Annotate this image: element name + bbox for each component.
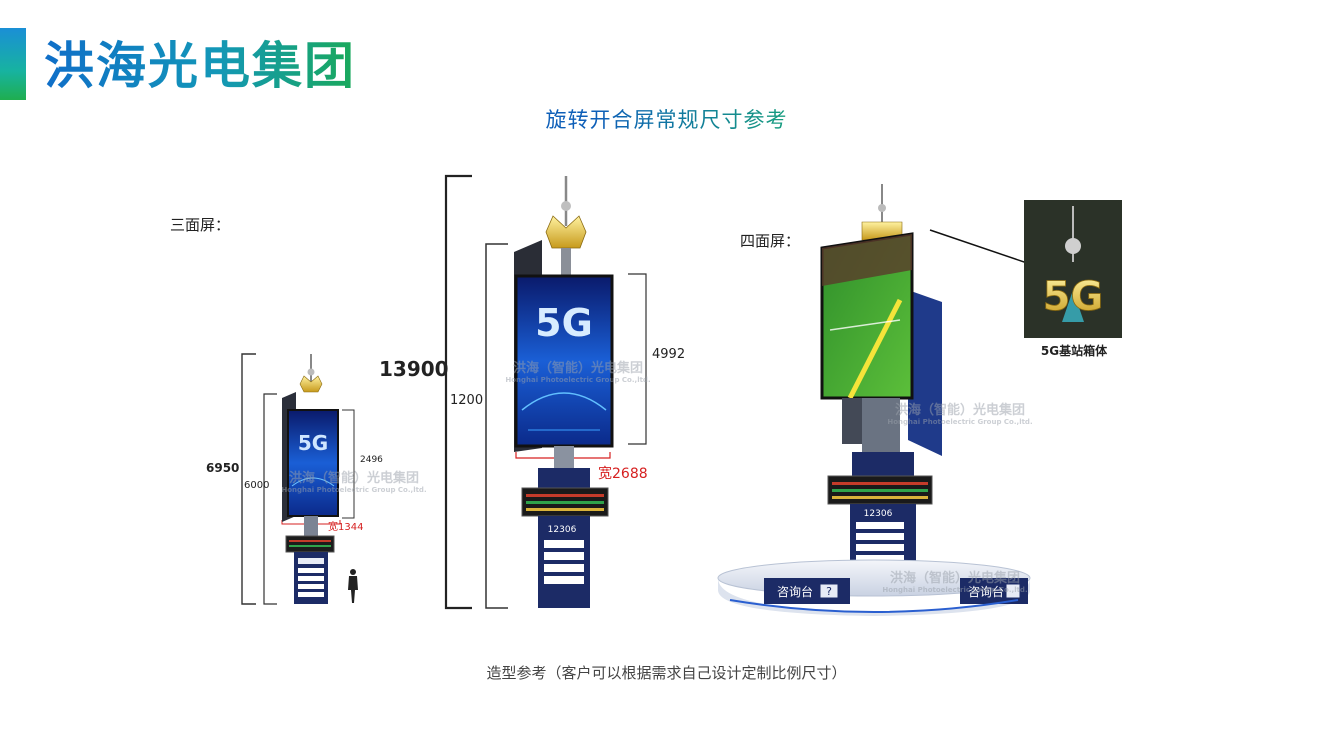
header-accent-bar: [0, 28, 26, 100]
desk-sign-left: 咨询台: [777, 584, 813, 599]
three-body-dim: 6000: [244, 480, 269, 491]
svg-text:Honghai Photoelectric Group Co: Honghai Photoelectric Group Co.,ltd.: [281, 486, 426, 494]
three-screen-bracket: [342, 409, 355, 519]
four-face-label: 四面屏：: [740, 232, 801, 250]
three-total-dim: 6950: [206, 461, 239, 475]
three-face-totem: 5G: [241, 353, 355, 605]
four-face-phone: 12306: [864, 509, 893, 519]
three-total-bracket: [241, 353, 256, 605]
watermark-middle: 洪海（智能）光电集团 Honghai Photoelectric Group C…: [505, 360, 650, 384]
footer-caption: 造型参考（客户可以根据需求自己设计定制比例尺寸）: [486, 664, 847, 682]
watermark-four-face-upper: 洪海（智能）光电集团 Honghai Photoelectric Group C…: [887, 402, 1032, 426]
middle-screen-5g: 5G: [535, 301, 593, 345]
three-screen-dim: 2496: [360, 455, 383, 465]
watermark-four-face-lower: 洪海（智能）光电集团 Honghai Photoelectric Group C…: [882, 570, 1027, 594]
svg-text:洪海（智能）光电集团: 洪海（智能）光电集团: [890, 570, 1020, 586]
svg-text:洪海（智能）光电集团: 洪海（智能）光电集团: [289, 470, 419, 486]
brand-title: 洪海光电集团: [44, 37, 356, 95]
three-screen-5g: 5G: [298, 431, 328, 455]
middle-total-dim: 13900: [379, 357, 449, 381]
person-silhouette-icon: [348, 569, 358, 603]
middle-body-bracket: [485, 243, 508, 609]
middle-body-dim: 1200: [450, 393, 483, 408]
four-face-totem: 12306 咨询台 ? 咨询台: [717, 184, 1031, 616]
box-5g-logo: 5G: [1043, 274, 1104, 320]
middle-phone: 12306: [548, 525, 577, 535]
two-face-totem: 5G 12306: [444, 174, 647, 610]
svg-text:洪海（智能）光电集团: 洪海（智能）光电集团: [513, 360, 643, 376]
5g-box-inset: 5G: [1024, 200, 1122, 338]
three-face-label: 三面屏：: [170, 216, 231, 234]
5g-box-caption: 5G基站箱体: [1040, 344, 1108, 358]
middle-screen-bracket: [628, 273, 647, 445]
middle-width-dim: 宽2688: [598, 465, 648, 482]
middle-total-bracket: [444, 174, 472, 610]
question-icon: ?: [826, 585, 832, 598]
svg-text:Honghai Photoelectric Group Co: Honghai Photoelectric Group Co.,ltd.: [505, 376, 650, 384]
three-body-bracket: [263, 393, 277, 605]
svg-text:洪海（智能）光电集团: 洪海（智能）光电集团: [895, 402, 1025, 418]
watermark-left: 洪海（智能）光电集团 Honghai Photoelectric Group C…: [281, 470, 426, 494]
desk-sign-right: 咨询台: [968, 584, 1004, 599]
callout-leader-line: [929, 229, 1031, 265]
svg-text:Honghai Photoelectric Group Co: Honghai Photoelectric Group Co.,ltd.: [887, 418, 1032, 426]
three-width-dim: 宽1344: [328, 520, 363, 533]
middle-screen-dim: 4992: [652, 347, 685, 362]
page-subtitle: 旋转开合屏常规尺寸参考: [0, 104, 1333, 134]
svg-text:Honghai Photoelectric Group Co: Honghai Photoelectric Group Co.,ltd.: [882, 586, 1027, 594]
